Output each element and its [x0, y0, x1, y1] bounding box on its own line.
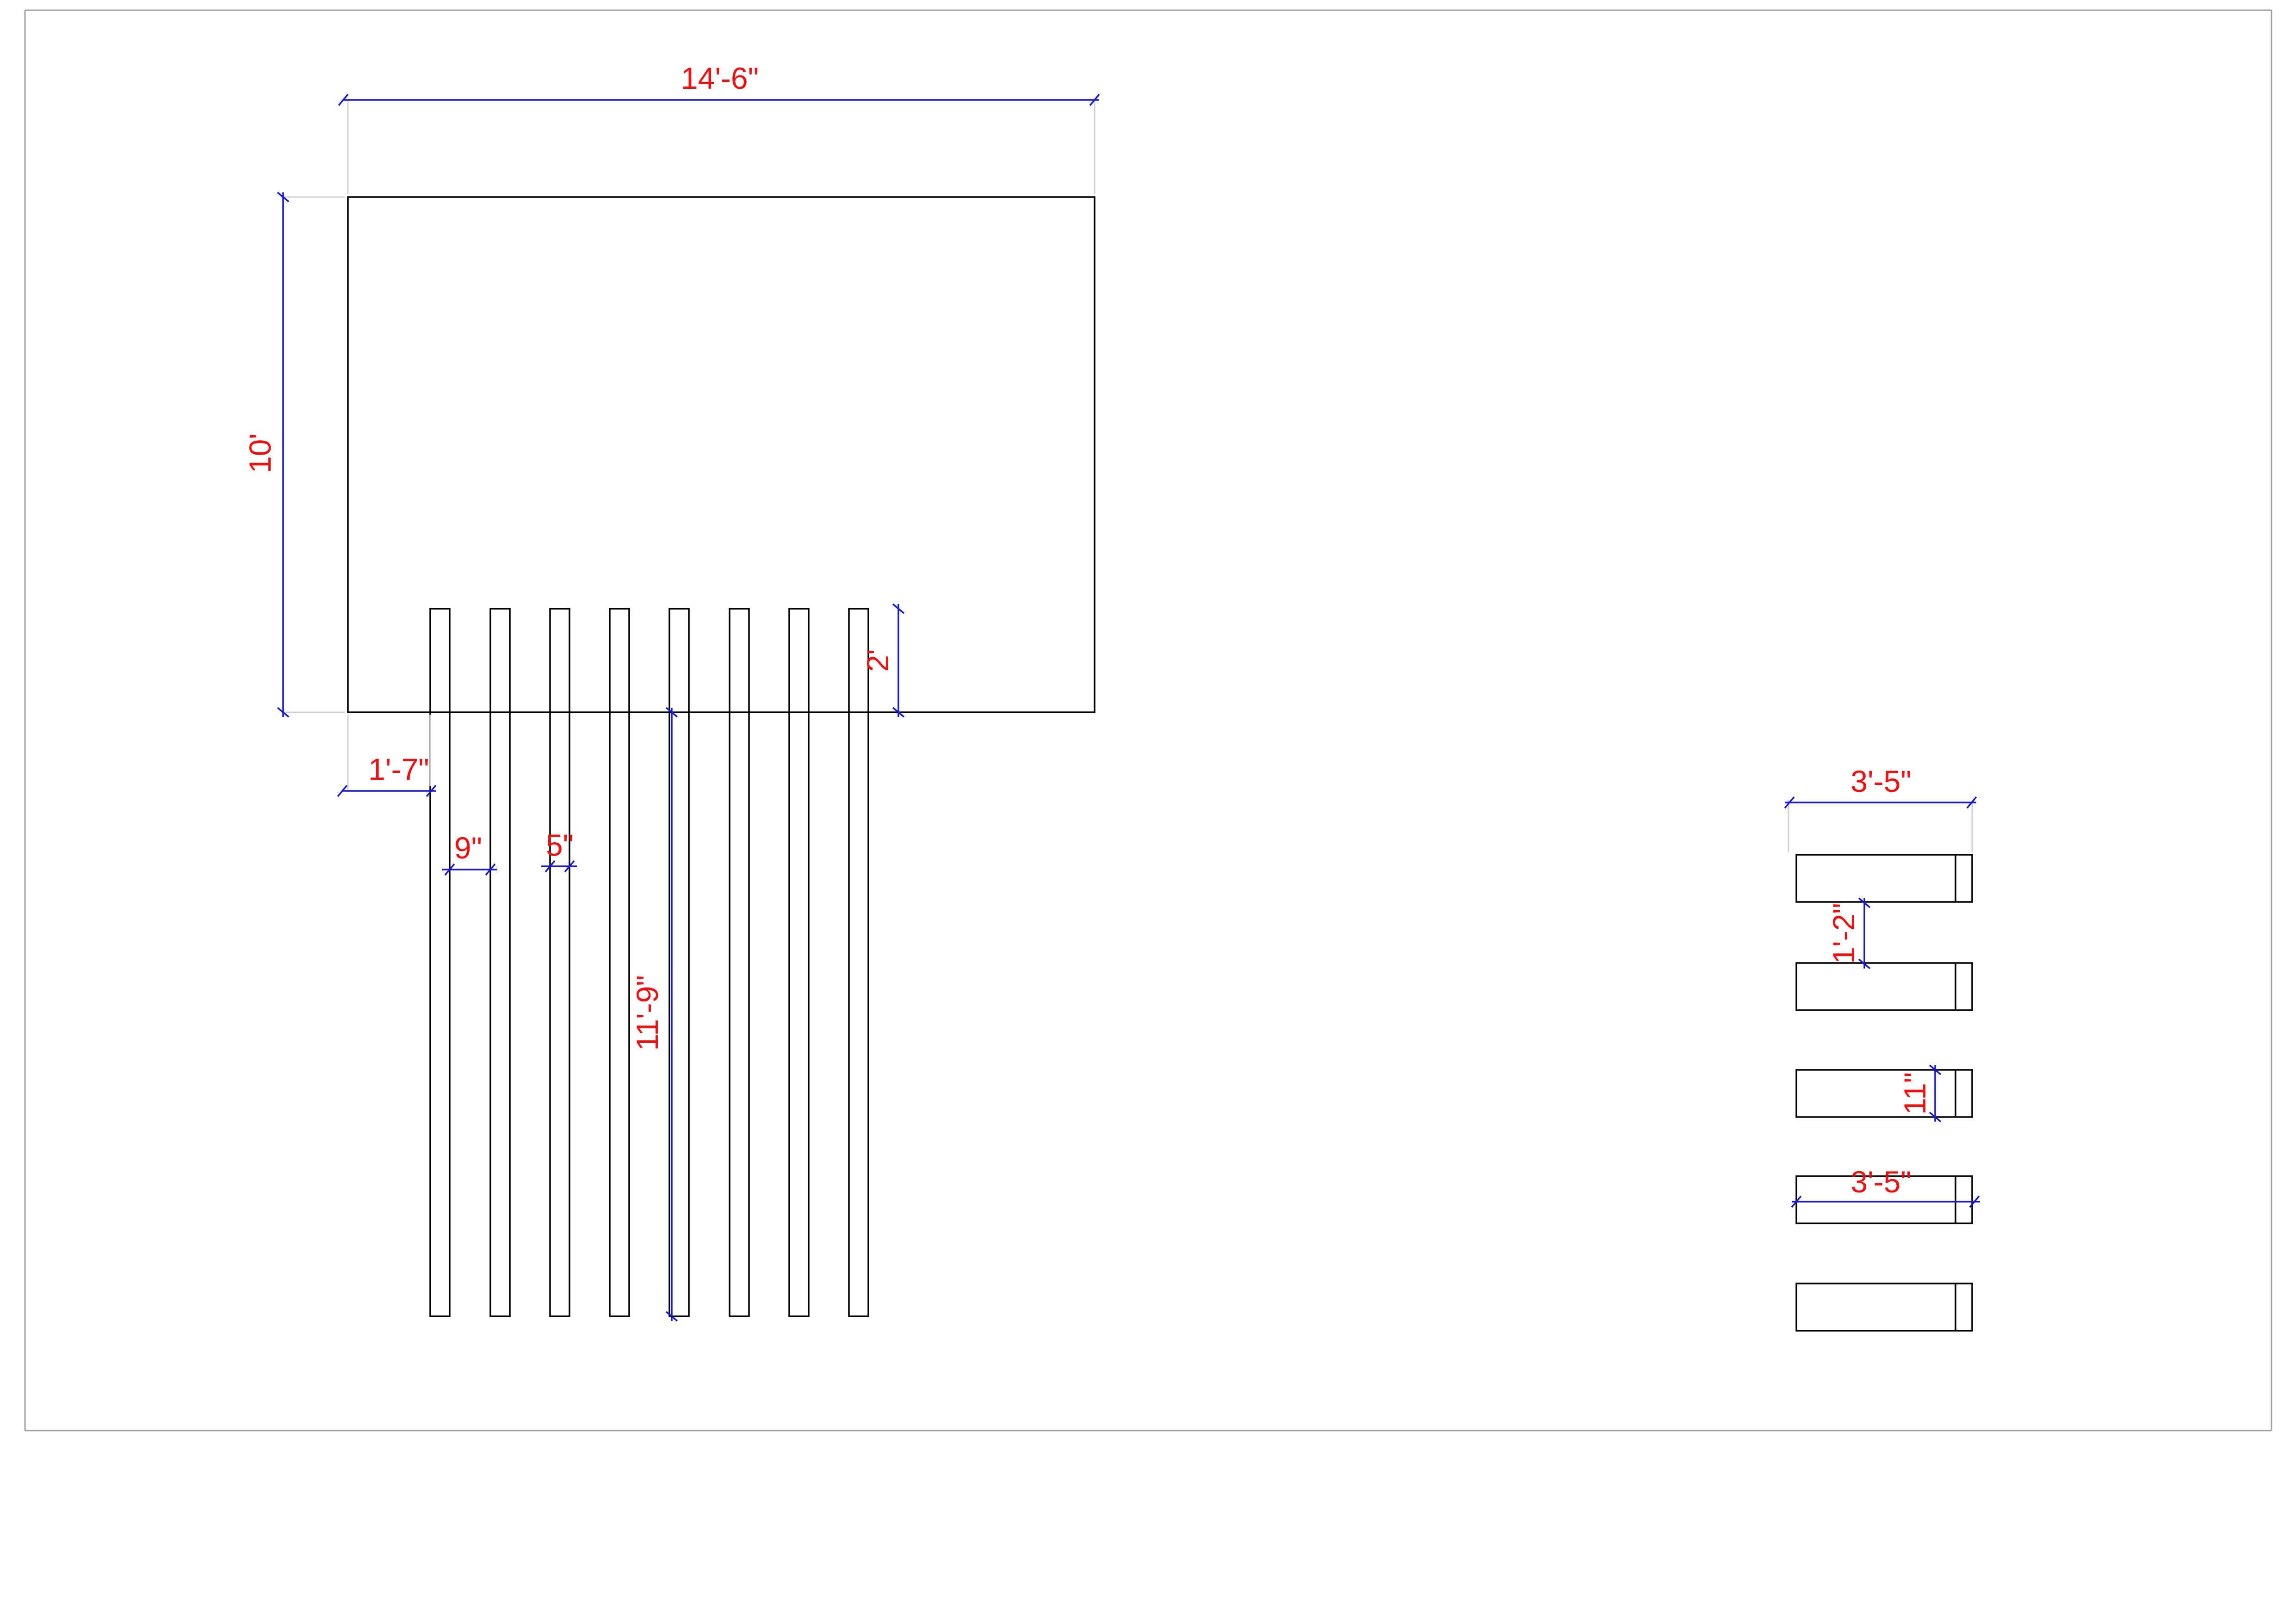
dimension-step-end-piece: 11" — [1898, 1064, 1942, 1123]
step-piece — [1795, 1283, 1973, 1332]
dim-label-deck-depth: 10' — [243, 433, 277, 473]
step-piece — [1795, 1175, 1973, 1224]
dim-label-step-end-piece: 11" — [1898, 1072, 1932, 1115]
deck-board — [609, 608, 630, 1317]
step-pieces — [1795, 854, 1973, 1332]
step-piece — [1795, 1069, 1973, 1118]
dim-label-step-width-top: 3'-5" — [1850, 764, 1911, 798]
dim-label-step-width-bottom: 3'-5" — [1850, 1165, 1911, 1199]
dimension-step-width-bottom: 3'-5" — [1791, 1165, 1980, 1208]
step-piece — [1795, 962, 1973, 1011]
dim-label-board-spacing: 9" — [454, 831, 482, 865]
dimension-board-width: 5" — [541, 828, 577, 873]
dim-label-board-overlap: 2' — [860, 649, 895, 672]
deck-boards — [429, 608, 869, 1317]
step-piece — [1795, 854, 1973, 903]
dimension-board-spacing: 9" — [442, 831, 497, 876]
deck-platform — [347, 196, 1095, 713]
dimension-board-length: 11'-9" — [630, 707, 678, 1322]
dimension-step-width-top: 3'-5" — [1784, 764, 1977, 809]
dim-label-board-offset: 1'-7" — [368, 752, 429, 786]
dim-label-deck-width: 14'-6" — [681, 61, 759, 95]
dimension-board-offset: 1'-7" — [337, 715, 437, 797]
deck-board — [788, 608, 810, 1317]
dim-label-board-length: 11'-9" — [630, 975, 664, 1050]
dimension-deck-width: 14'-6" — [338, 61, 1100, 106]
dimension-step-gap: 1'-2" — [1826, 897, 1871, 969]
deck-board — [549, 608, 570, 1317]
deck-board — [848, 608, 869, 1317]
dim-label-step-gap: 1'-2" — [1826, 903, 1861, 963]
dimension-deck-depth: 10' — [243, 191, 290, 718]
sheet-frame — [24, 9, 2272, 1432]
deck-board — [729, 608, 750, 1317]
deck-board — [668, 608, 690, 1317]
dim-label-board-width: 5" — [546, 828, 574, 862]
deck-board — [429, 608, 451, 1317]
extension-lines — [281, 100, 1973, 852]
dimension-board-overlap: 2' — [860, 603, 905, 718]
deck-board — [489, 608, 511, 1317]
